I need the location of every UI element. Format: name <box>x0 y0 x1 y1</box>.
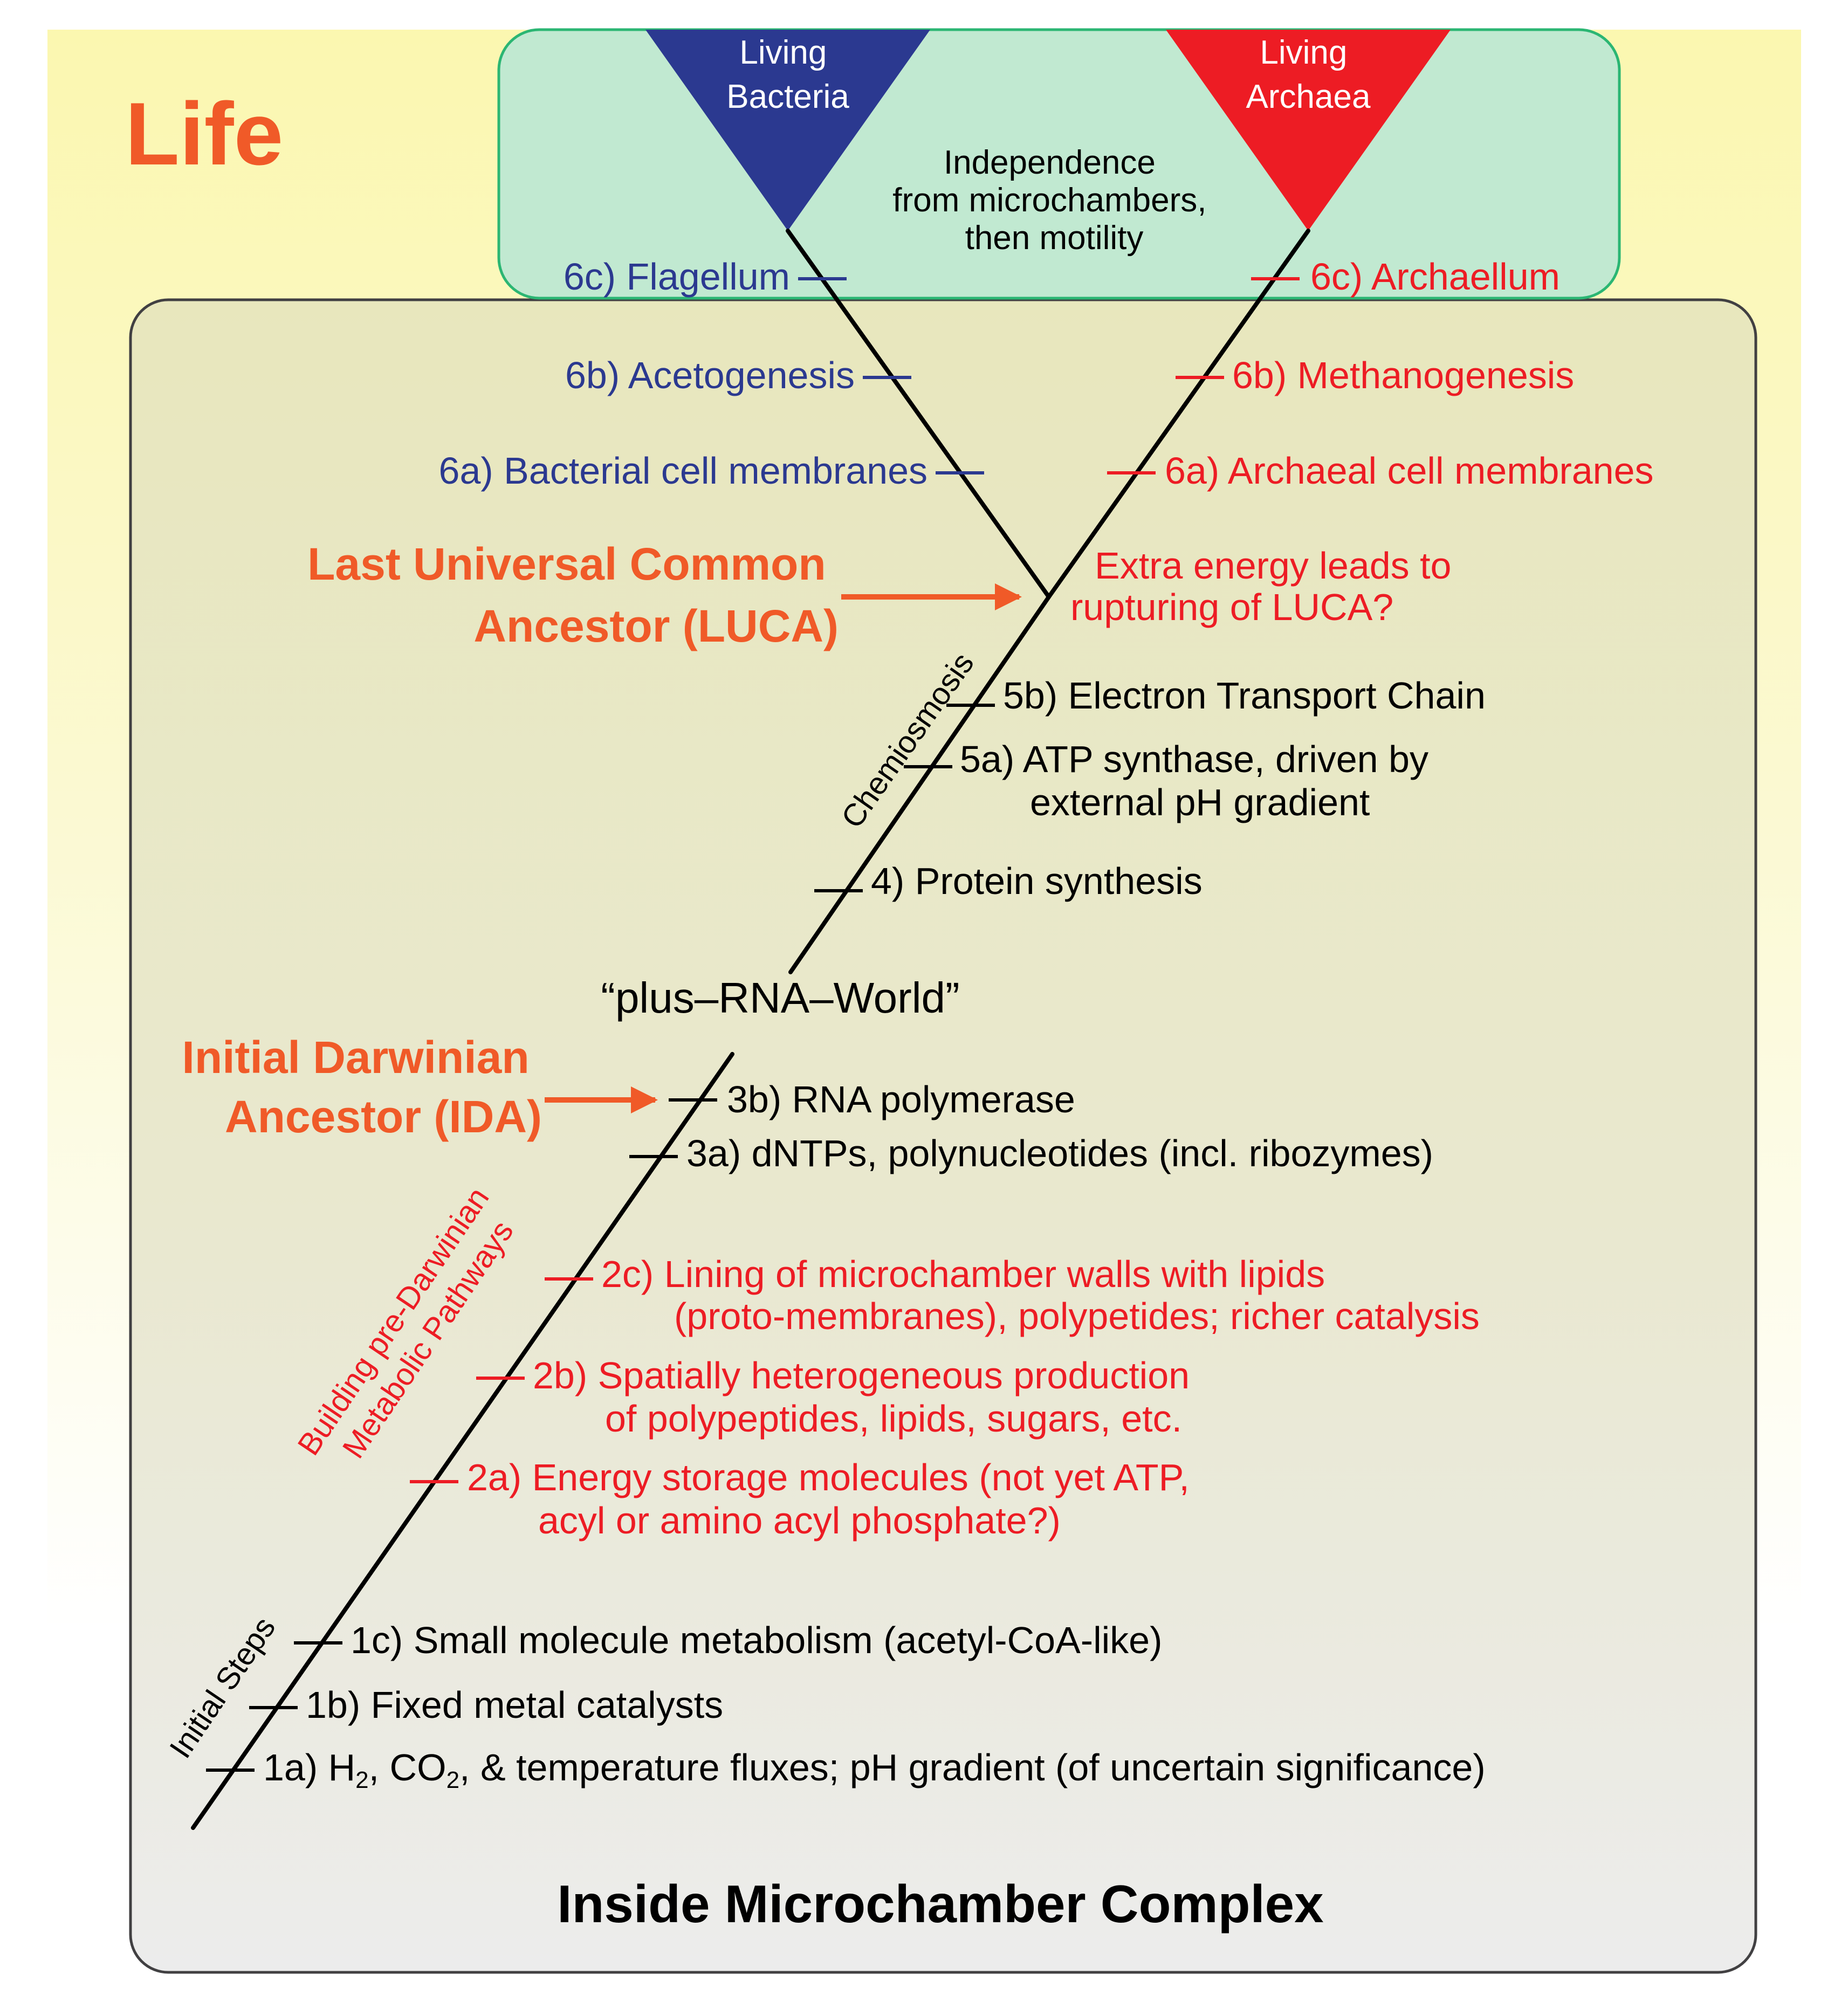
step-6c-archaellum: 6c) Archaellum <box>1310 256 1560 298</box>
step-2a-line1: 2a) Energy storage molecules (not yet AT… <box>467 1456 1190 1498</box>
luca-label: Last Universal Common Ancestor (LUCA) <box>307 539 839 651</box>
luca-note-line1: Extra energy leads to <box>1095 545 1451 587</box>
step-6c-flagellum: 6c) Flagellum <box>564 256 790 298</box>
microchamber-box <box>129 298 1757 1974</box>
step-2b-line2: of polypeptides, lipids, sugars, etc. <box>605 1398 1182 1440</box>
step-2c-line1: 2c) Lining of microchamber walls with li… <box>601 1253 1325 1295</box>
step-3a-dntps: 3a) dNTPs, polynucleotides (incl. ribozy… <box>686 1132 1433 1174</box>
bacteria-branch-line <box>786 229 1051 599</box>
independence-line3: then motility <box>965 219 1144 257</box>
ida-label: Initial Darwinian Ancestor (IDA) <box>182 1032 542 1142</box>
luca-note: Extra energy leads to rupturing of LUCA? <box>1070 545 1462 628</box>
archaea-branch-line <box>1047 229 1310 599</box>
step-3b-rna-polymerase: 3b) RNA polymerase <box>727 1078 1075 1120</box>
step-6a-archaeal-membranes: 6a) Archaeal cell membranes <box>1165 450 1654 492</box>
archaea-triangle <box>1166 30 1451 231</box>
step-6b-methanogenesis: 6b) Methanogenesis <box>1232 354 1574 396</box>
independence-line1: Independence <box>944 144 1156 181</box>
step-2a-energy-storage: 2a) Energy storage molecules (not yet AT… <box>467 1456 1200 1542</box>
step-2b-spatial-production: 2b) Spatially heterogeneous production o… <box>533 1354 1200 1440</box>
step-5a-atp-synthase: 5a) ATP synthase, driven by external pH … <box>960 738 1439 823</box>
step-2b-line1: 2b) Spatially heterogeneous production <box>533 1354 1190 1396</box>
bacteria-label-line2: Bacteria <box>726 78 849 115</box>
archaea-label-line2: Archaea <box>1246 78 1371 115</box>
step-1a-pre: 1a) H <box>263 1746 355 1788</box>
bacteria-triangle <box>645 30 930 231</box>
rna-world-label: “plus–RNA–World” <box>601 974 959 1022</box>
step-5a-line2: external pH gradient <box>1030 781 1370 823</box>
step-6b-acetogenesis: 6b) Acetogenesis <box>565 354 855 396</box>
step-1a-sub2: 2 <box>446 1767 459 1793</box>
step-1b-metal-catalysts: 1b) Fixed metal catalysts <box>306 1684 723 1726</box>
step-5b-electron-transport: 5b) Electron Transport Chain <box>1003 675 1486 717</box>
step-1a-mid: , CO <box>369 1746 446 1788</box>
step-1a-sub1: 2 <box>355 1767 368 1793</box>
step-6a-bacterial-membranes: 6a) Bacterial cell membranes <box>439 450 928 492</box>
step-1a-post: , & temperature fluxes; pH gradient (of … <box>459 1746 1486 1788</box>
step-1a-fluxes: 1a) H2, CO2, & temperature fluxes; pH gr… <box>263 1746 1486 1793</box>
step-2a-line2: acyl or amino acyl phosphate?) <box>538 1499 1061 1542</box>
tick-marks <box>206 277 1300 1772</box>
luca-label-line1: Last Universal Common <box>307 539 826 589</box>
microchamber-label: Inside Microchamber Complex <box>557 1874 1323 1934</box>
stem-line-upper <box>788 595 1051 974</box>
step-2c-line2: (proto-membranes), polypetides; richer c… <box>674 1295 1480 1337</box>
ida-label-line1: Initial Darwinian <box>182 1032 530 1083</box>
step-2c-lining: 2c) Lining of microchamber walls with li… <box>601 1253 1480 1337</box>
archaea-label: Living Archaea <box>1246 34 1371 115</box>
bacteria-label: Living Bacteria <box>726 34 849 115</box>
bacteria-label-line1: Living <box>739 34 827 71</box>
step-1c-small-molecule: 1c) Small molecule metabolism (acetyl-Co… <box>351 1619 1162 1661</box>
stem-line-lower <box>191 1052 734 1830</box>
luca-note-line2: rupturing of LUCA? <box>1070 586 1393 628</box>
independence-line2: from microchambers, <box>892 182 1206 219</box>
ida-label-line2: Ancestor (IDA) <box>225 1091 542 1142</box>
luca-label-line2: Ancestor (LUCA) <box>473 601 839 651</box>
step-5a-line1: 5a) ATP synthase, driven by <box>960 738 1428 780</box>
diagram-title: Life <box>125 84 283 183</box>
independence-text: Independence from microchambers, then mo… <box>892 144 1215 257</box>
archaea-label-line1: Living <box>1260 34 1347 71</box>
step-4-protein-synthesis: 4) Protein synthesis <box>871 860 1203 902</box>
